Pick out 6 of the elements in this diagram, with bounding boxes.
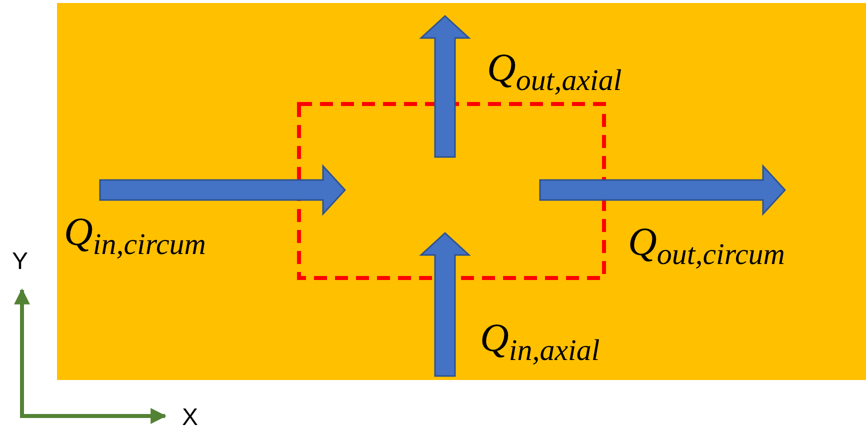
flow-label: Q$_{in,axial}$ <box>480 318 600 366</box>
flow-label: Q$_{out,circum}$ <box>628 222 785 270</box>
flow-label: Q$_{out,axial}$ <box>487 48 622 96</box>
axis-label: X <box>182 406 198 430</box>
axis-label: Y <box>12 250 28 274</box>
flow-label: Q$_{in,circum}$ <box>64 212 206 260</box>
